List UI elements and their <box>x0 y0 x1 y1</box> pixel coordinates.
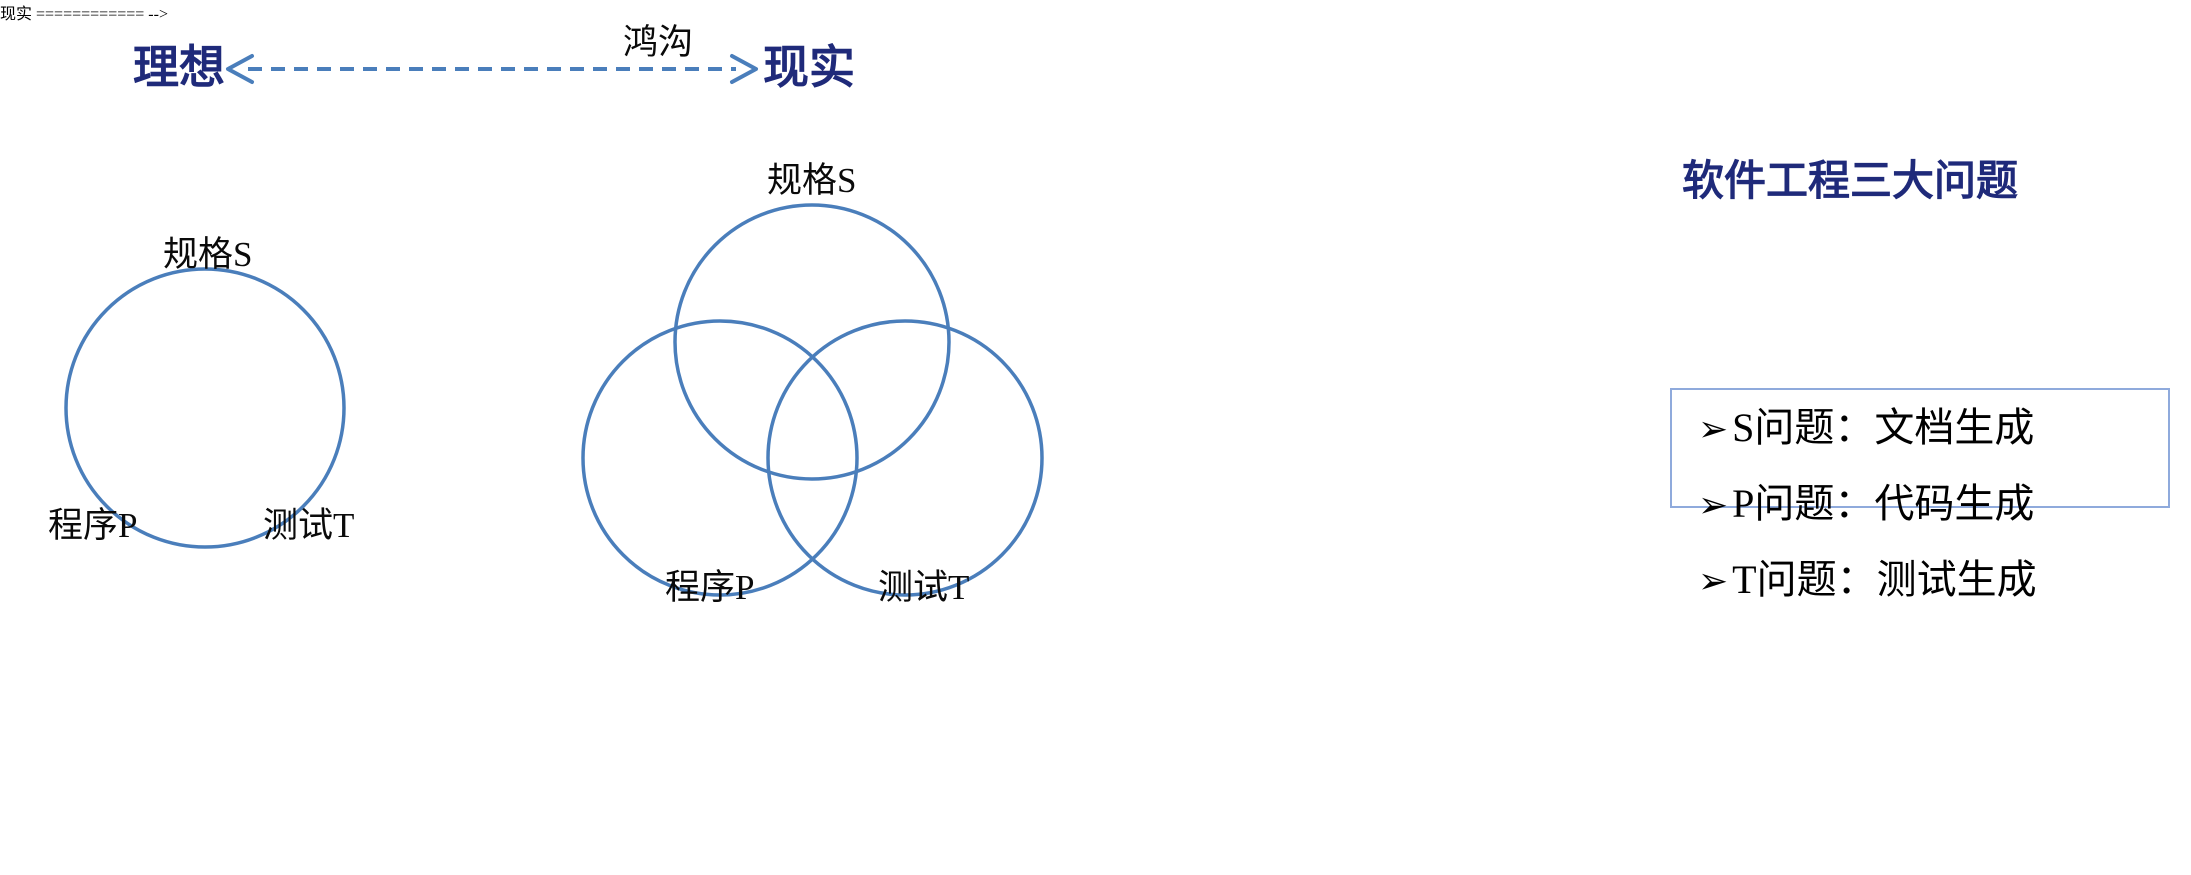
ideal-label: 理想 <box>133 41 225 93</box>
gap-arrow-head-right <box>730 54 758 84</box>
list-item: ➢ P问题：代码生成 <box>1698 484 2168 560</box>
issue-label-t: T问题：测试生成 <box>1732 557 2037 602</box>
venn-circle-test <box>766 319 1044 597</box>
ideal-label-spec: 规格S <box>163 235 253 274</box>
diagrams-canvas <box>64 203 1044 597</box>
arrow-bullet-icon: ➢ <box>1698 561 1729 601</box>
double-headed-dashed-arrow-icon <box>226 54 758 84</box>
arrow-bullet-icon: ➢ <box>1698 409 1729 449</box>
arrow-bullet-icon: ➢ <box>1698 485 1729 525</box>
list-item: ➢ S问题：文档生成 <box>1698 408 2168 484</box>
page-title: 软件工程三大问题 <box>1682 157 2019 204</box>
issue-label-p: P问题：代码生成 <box>1732 481 2035 526</box>
ideal-label-program: 程序P <box>48 506 138 545</box>
gap-caption: 鸿沟 <box>623 23 694 62</box>
ideal-unified-circle <box>64 267 346 549</box>
venn-label-program: 程序P <box>665 568 755 607</box>
issue-list-box: ➢ S问题：文档生成 ➢ P问题：代码生成 ➢ T问题：测试生成 <box>1670 388 2170 600</box>
venn-circle-spec <box>673 203 951 481</box>
list-item: ➢ T问题：测试生成 <box>1698 560 2168 636</box>
venn-label-test: 测试T <box>878 568 970 607</box>
issue-label-s: S问题：文档生成 <box>1732 405 2035 450</box>
venn-circle-program <box>581 319 859 597</box>
venn-label-spec: 规格S <box>767 161 857 200</box>
ideal-label-test: 测试T <box>263 506 355 545</box>
reality-label: 现实 <box>763 41 855 93</box>
gap-arrow-head-left <box>226 54 254 84</box>
